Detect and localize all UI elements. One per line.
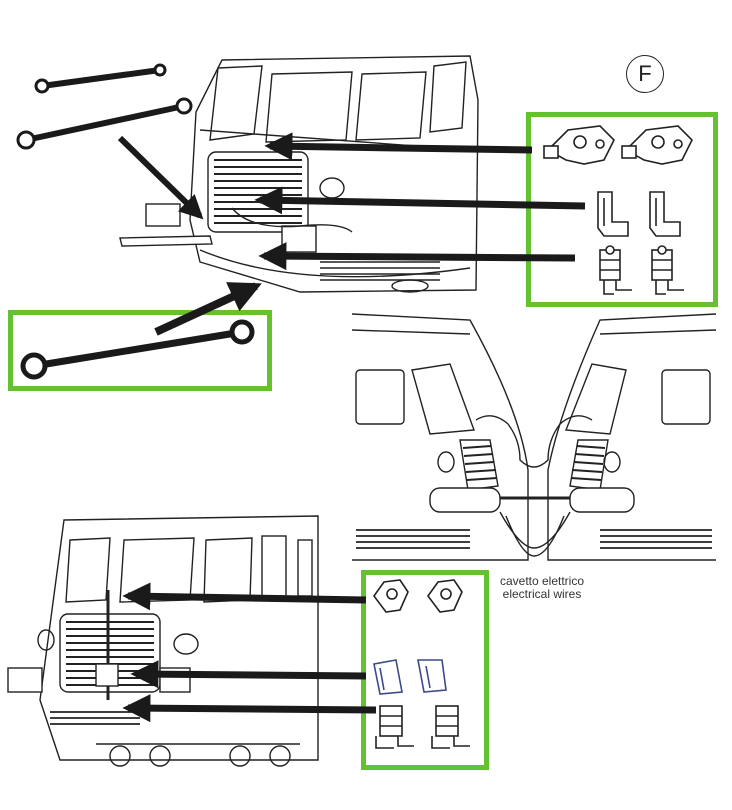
- bracket-part-icon: [373, 659, 403, 695]
- hook-part-icon: [431, 705, 470, 749]
- hook-part-icon: [599, 245, 632, 295]
- coupler-head-icon: [427, 579, 463, 613]
- coupler-head-icon: [621, 125, 693, 165]
- parts-box-bottom: [361, 570, 489, 770]
- note-english: electrical wires: [502, 587, 582, 601]
- coupled-cabs-drawing: [351, 313, 717, 561]
- parts-box-top-right: [526, 112, 718, 307]
- tie-rod-parts: [16, 63, 193, 150]
- tie-rod-highlighted: [20, 319, 255, 380]
- electrical-wires-note: cavetto elettrico electrical wires: [486, 575, 598, 601]
- hook-part-icon: [651, 245, 684, 295]
- coupler-head-icon: [373, 579, 409, 613]
- step-label-f: F: [626, 55, 664, 93]
- arrows-bottom: [122, 582, 377, 723]
- tie-rod-box: [8, 310, 272, 391]
- arrows-top: [117, 132, 586, 336]
- right-cab-grille: [569, 439, 609, 491]
- hook-part-icon: [375, 705, 414, 749]
- parts-top-right: [543, 125, 693, 295]
- note-italian: cavetto elettrico: [499, 574, 585, 588]
- coupler-head-icon: [543, 125, 615, 165]
- bracket-part-icon: [417, 659, 447, 693]
- left-cab-grille: [459, 439, 499, 491]
- parts-bottom: [373, 579, 470, 749]
- bracket-part-icon: [649, 191, 681, 237]
- bracket-part-icon: [597, 191, 629, 237]
- locomotive-cab-bottom: [7, 515, 319, 767]
- locomotive-cab-top: [119, 55, 479, 293]
